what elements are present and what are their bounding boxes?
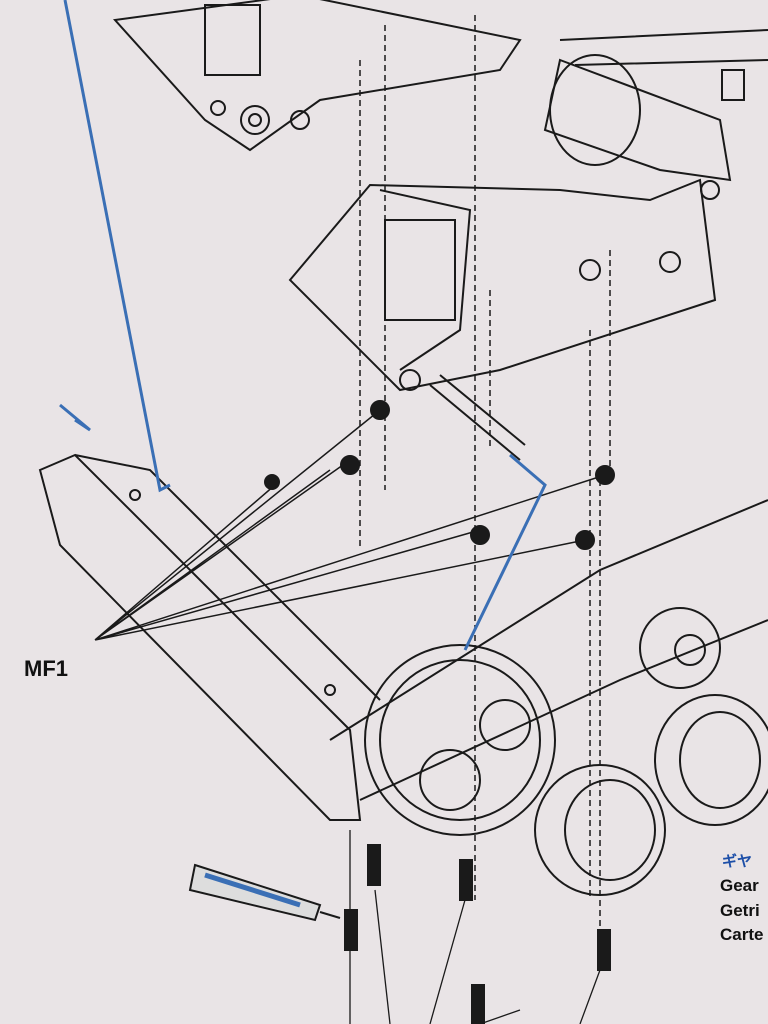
blue-cables [59,0,547,651]
motor [543,29,768,182]
upper-gearbox [112,0,522,152]
grease-label-en: Gear [720,876,759,895]
screws [264,400,615,1024]
grease-label-de: Getri [720,901,760,920]
screw-lines [349,830,601,1024]
grease-label-it: Carte [720,925,764,944]
grease-tube [188,863,341,922]
main-chassis-arm [38,453,768,821]
middle-gearbox [288,178,720,461]
guide-dashes [359,15,611,950]
part-callout-label: MF1 [24,656,68,681]
gear-assembly [364,644,556,836]
grease-label-jp: ギヤ [722,853,753,870]
callout-lines [94,409,606,641]
